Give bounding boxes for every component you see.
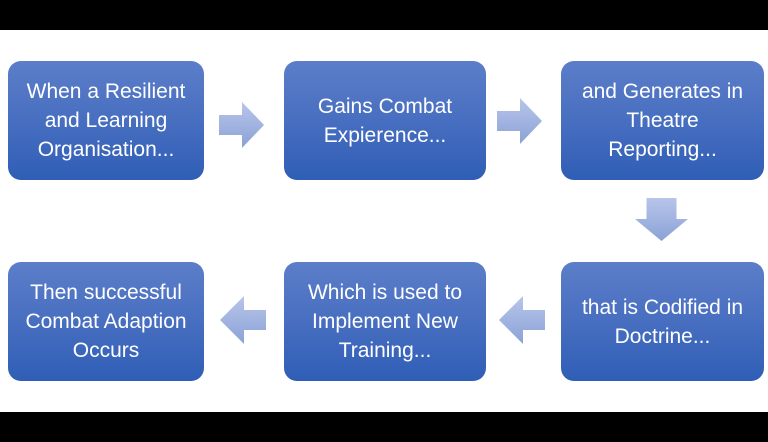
flow-step-3: and Generates in Theatre Reporting...	[561, 61, 764, 180]
letterbox-top-bar	[0, 0, 768, 30]
flow-step-4-label: that is Codified in Doctrine...	[581, 295, 744, 348]
arrow-left-icon	[220, 296, 266, 344]
arrow-right-icon	[497, 98, 542, 144]
flow-step-5: Which is used to Implement New Training.…	[284, 262, 486, 381]
flow-step-5-label: Which is used to Implement New Training.…	[307, 281, 463, 362]
flow-step-2: Gains Combat Expierence...	[284, 61, 486, 180]
flow-step-1: When a Resilient and Learning Organisati…	[8, 61, 204, 180]
letterbox-bottom-bar	[0, 412, 768, 442]
arrow-down-icon	[635, 198, 688, 241]
flow-step-2-label: Gains Combat Expierence...	[317, 94, 453, 147]
flow-step-6-label: Then successful Combat Adaption Occurs	[25, 281, 187, 362]
arrow-left-icon	[499, 296, 545, 344]
flow-step-1-label: When a Resilient and Learning Organisati…	[26, 80, 186, 161]
flow-step-4: that is Codified in Doctrine...	[561, 262, 764, 381]
arrow-right-icon	[219, 102, 264, 148]
flow-step-3-label: and Generates in Theatre Reporting...	[581, 80, 744, 161]
flow-step-6: Then successful Combat Adaption Occurs	[8, 262, 204, 381]
